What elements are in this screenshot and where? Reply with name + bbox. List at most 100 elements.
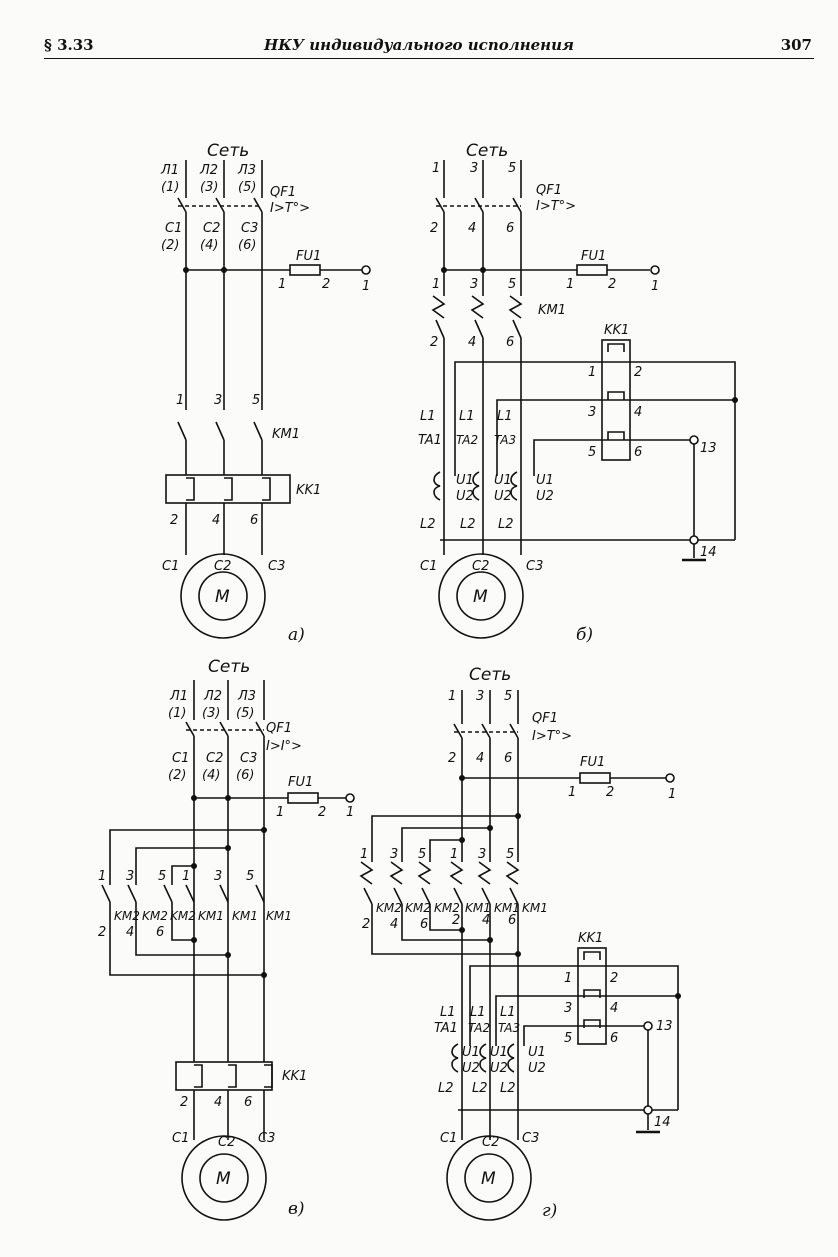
supply-number: 5 [508,161,516,176]
ct-name: TA3 [494,433,516,447]
ct-u1: U1 [490,1045,508,1060]
supply-number: 1 [432,161,440,176]
relay-elements [607,343,625,440]
contact-name: KM1 [232,909,258,923]
relay-pin: 3 [564,1001,572,1016]
contact-number: 1 [176,393,184,408]
fuse-symbol [579,772,611,784]
fuse-symbol [576,264,608,276]
contact-name: KM2 [376,901,402,915]
thermal-elements [186,477,271,501]
motor-terminal: C3 [522,1131,539,1146]
motor-outer [181,1135,267,1221]
relay-elements [583,951,601,1028]
breaker-out: 2 [448,751,456,766]
fuse-symbol [287,792,319,804]
page-number: 307 [780,36,812,54]
supply-number: 5 [504,689,512,704]
ct-name: TA2 [456,433,478,447]
motor-inner [199,1153,249,1203]
ct-u2: U2 [490,1061,508,1076]
junction [487,825,493,831]
supply-label: Л2 [203,689,222,704]
breaker-out: 6 [506,221,514,236]
c-label: C1 [165,221,182,236]
supply-number: (1) [168,706,186,721]
supply-label: Л1 [169,689,188,704]
breaker-out: 4 [476,751,484,766]
contact-number: 1 [98,869,106,884]
contact-name: KM2 [114,909,140,923]
fuse-pin: 1 [568,785,576,800]
junction [221,267,227,273]
thermal-elements [194,1064,273,1088]
fuse-pin: 1 [566,277,574,292]
c-label: C3 [240,751,257,766]
ct-secondary-wiring [454,361,736,540]
contact-number: 3 [478,847,486,862]
contactor-contacts [435,319,522,339]
fuse-label: FU1 [581,249,606,264]
contact-number: 3 [214,393,222,408]
contact-number: 1 [450,847,458,862]
contactor-main-contacts [431,295,523,319]
terminal [643,1021,653,1031]
reversing-contacts [363,887,519,905]
supply-number: 1 [448,689,456,704]
contact-number: 1 [360,847,368,862]
fuse-pin: 2 [608,277,616,292]
c-number: (6) [236,768,254,783]
motor-label: M [215,587,230,607]
diagram-caption: а) [288,625,305,645]
fuse-label: FU1 [296,249,321,264]
terminal [665,773,675,783]
thermal-relay-box [165,474,291,504]
contact-name: KM2 [434,901,460,915]
ct-name: TA1 [434,1021,458,1036]
ct-label: L1 [500,1005,516,1020]
relay-pin: 5 [588,445,596,460]
fuse-label: FU1 [288,775,313,790]
diagram-g: Сеть 1 3 5 QF1 I>T°> 2 4 6 FU1 1 2 1 [359,665,681,1221]
terminal [345,793,355,803]
breaker-trip: I>I°> [266,739,302,754]
network-label: Сеть [208,657,250,677]
contactor-label: KM1 [272,427,300,442]
km-out: 6 [506,335,514,350]
junction [480,267,486,273]
motor-label: M [481,1169,496,1189]
ct-l2: L2 [472,1081,488,1096]
terminal-number: 13 [700,441,717,456]
motor-terminal: C3 [268,559,285,574]
terminal [643,1105,653,1115]
supply-number: (5) [236,706,254,721]
diagram-v: Сеть Л1 Л2 Л3 (1) (3) (5) QF1 I>I°> C1 C… [98,657,355,1221]
junction [225,845,231,851]
supply-number: (1) [161,180,179,195]
ct-u1: U1 [536,473,554,488]
supply-number: (3) [202,706,220,721]
contact-bottom: 4 [482,913,490,928]
junction [261,827,267,833]
terminal-number: 1 [362,279,370,294]
thermal-relay-box [175,1061,273,1091]
relay-pin: 6 [610,1031,618,1046]
section-number: § 3.33 [44,36,94,54]
running-title: НКУ индивидуального исполнения [264,36,574,54]
contact-number: 5 [158,869,166,884]
contact-name: KM1 [465,901,491,915]
relay-out: 2 [180,1095,188,1110]
motor-inner [456,571,506,621]
junction [183,267,189,273]
junction [459,837,465,843]
contact-bottom: 2 [362,917,370,932]
relay-pin: 2 [634,365,642,380]
contactor-contacts [177,421,263,441]
junction [459,775,465,781]
relay-label: KK1 [296,483,321,498]
supply-number: (3) [200,180,218,195]
contact-number: 5 [252,393,260,408]
terminal-number: 1 [651,279,659,294]
supply-number: 3 [470,161,478,176]
reverse-cross-wiring [109,829,264,885]
